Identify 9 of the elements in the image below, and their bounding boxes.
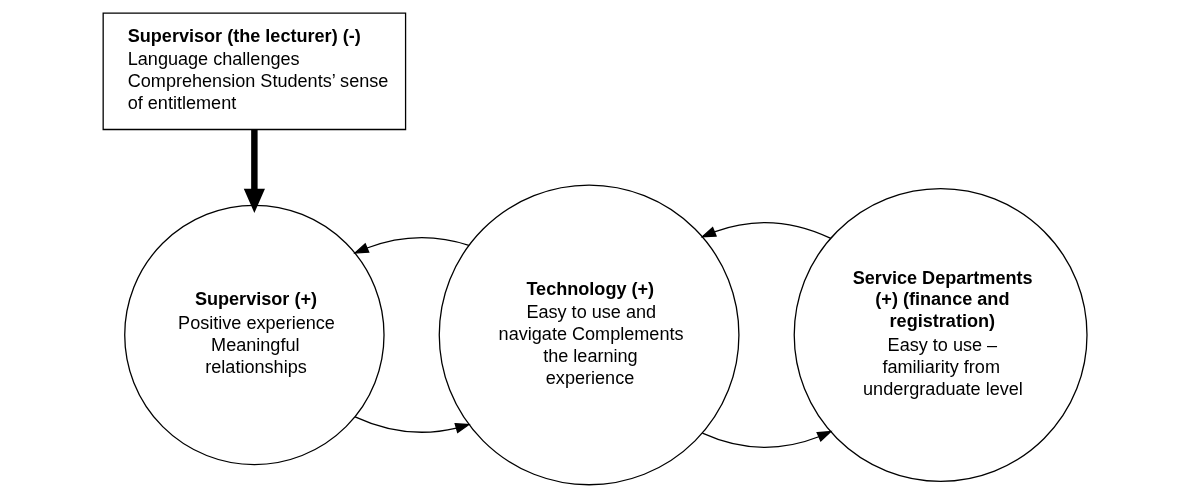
arrow [243, 129, 265, 213]
arrow [700, 221, 831, 239]
arrow [352, 237, 470, 254]
node-circle: Supervisor (+) Positive experience Meaningful relationships [123, 204, 385, 466]
node-circle: Service Departments (+) (finance and registration) Easy to use – familiarity from undergraduate level [793, 187, 1088, 482]
arrow [353, 416, 471, 434]
node-box: Supervisor (the lecturer) (-) Language challenges Comprehension Students’ sense of entitlement [102, 12, 406, 131]
node-circle: Technology (+) Easy to use and navigate Complements the learning experience [438, 184, 740, 486]
arrow [701, 430, 833, 448]
